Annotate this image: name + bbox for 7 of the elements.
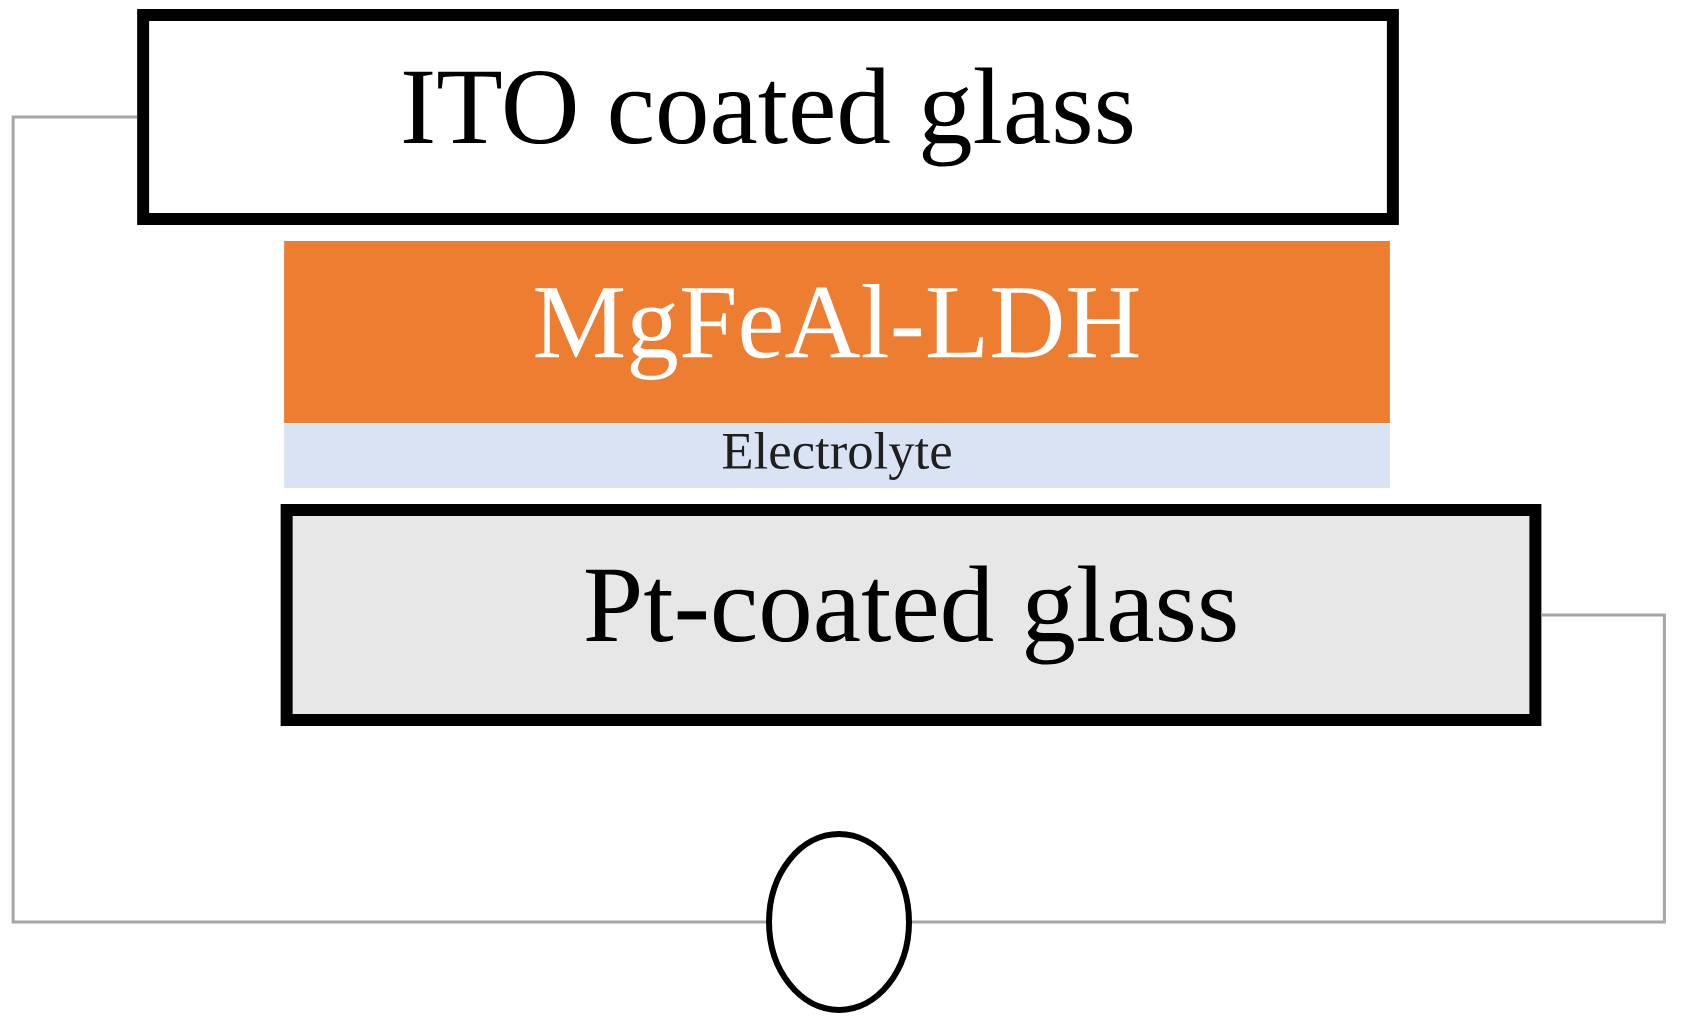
ldh-layer: MgFeAl-LDH <box>284 241 1390 423</box>
electrolyte-layer: Electrolyte <box>284 424 1390 488</box>
wire <box>11 115 766 924</box>
glass-layer: Pt-coated glass <box>280 504 1542 726</box>
glass-layer: ITO coated glass <box>137 9 1399 225</box>
meter-circle <box>766 831 912 1013</box>
wire <box>912 613 1666 924</box>
